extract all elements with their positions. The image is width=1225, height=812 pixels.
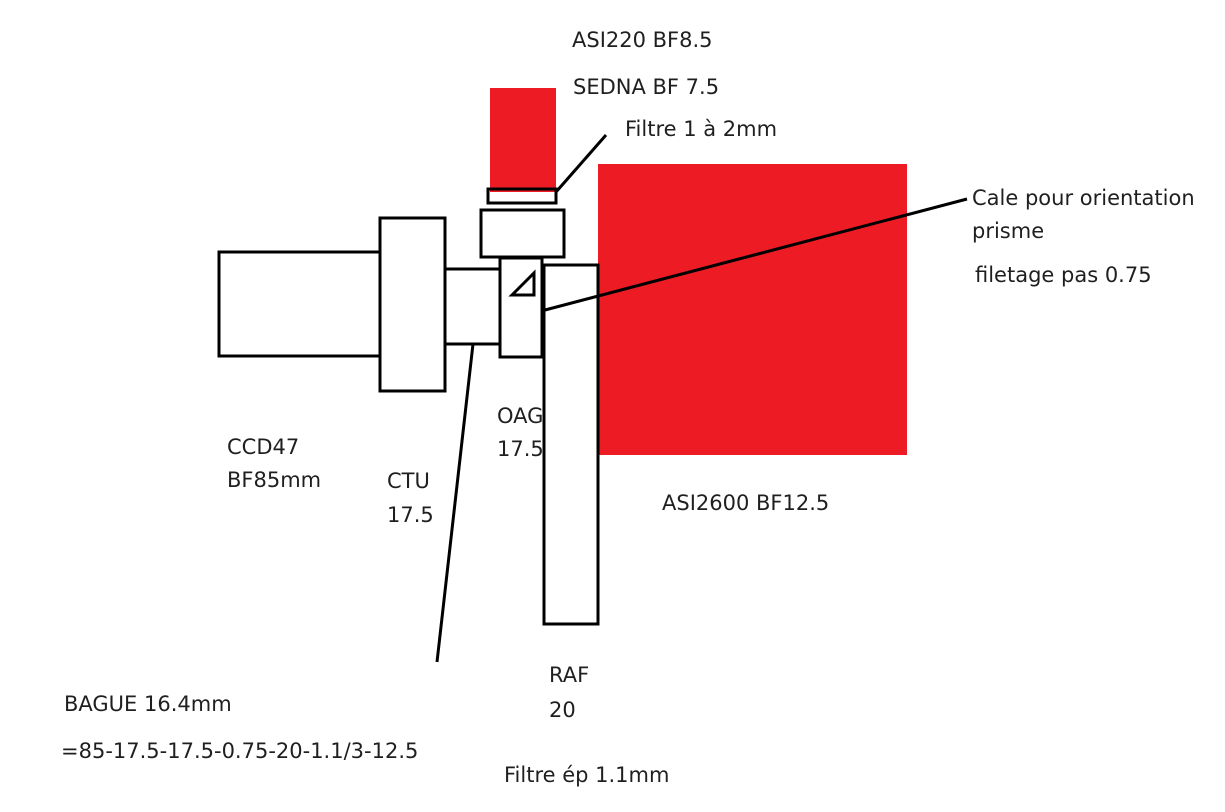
raf-label-line1: RAF [549,663,590,687]
filter-leader-line [554,134,608,193]
sedna-label: SEDNA BF 7.5 [573,75,720,99]
oag-body [498,256,544,359]
raf-label-line2: 20 [549,698,576,722]
asi2600-label: ASI2600 BF12.5 [662,491,830,515]
ccd47-label-line2: BF85mm [227,468,322,492]
ccd47-camera-body [217,250,382,358]
oag-label-line2: 17.5 [497,437,543,461]
oag-label-clip: OAG 17.5 [496,398,543,468]
bague-label: BAGUE 16.4mm [64,692,232,716]
bague-ring [443,267,502,346]
raf-filter-wheel [542,263,600,626]
oag-prism-housing [479,208,566,259]
asi2600-camera-block [598,164,907,455]
formula-label: =85-17.5-17.5-0.75-20-1.1/3-12.5 [61,739,419,763]
ccd47-label-line1: CCD47 [227,435,300,459]
cale-label: Cale pour orientation prisme [972,186,1195,243]
guide-filter-block [486,187,558,205]
ctu-label-line2: 17.5 [387,503,434,527]
filtre-ep-label: Filtre ép 1.1mm [504,763,670,787]
prism-triangle [508,269,536,297]
cale-leader-line [544,197,968,312]
filetage-label: filetage pas 0.75 [975,263,1152,287]
ctu-block [378,216,447,393]
bague-leader-line [435,343,475,663]
filter-thickness-label: Filtre 1 à 2mm [625,117,778,141]
ctu-label-line1: CTU [387,469,430,493]
asi220-label: ASI220 BF8.5 [572,28,713,52]
asi220-camera-block [490,88,556,192]
oag-label-line1: OAG [497,404,543,428]
